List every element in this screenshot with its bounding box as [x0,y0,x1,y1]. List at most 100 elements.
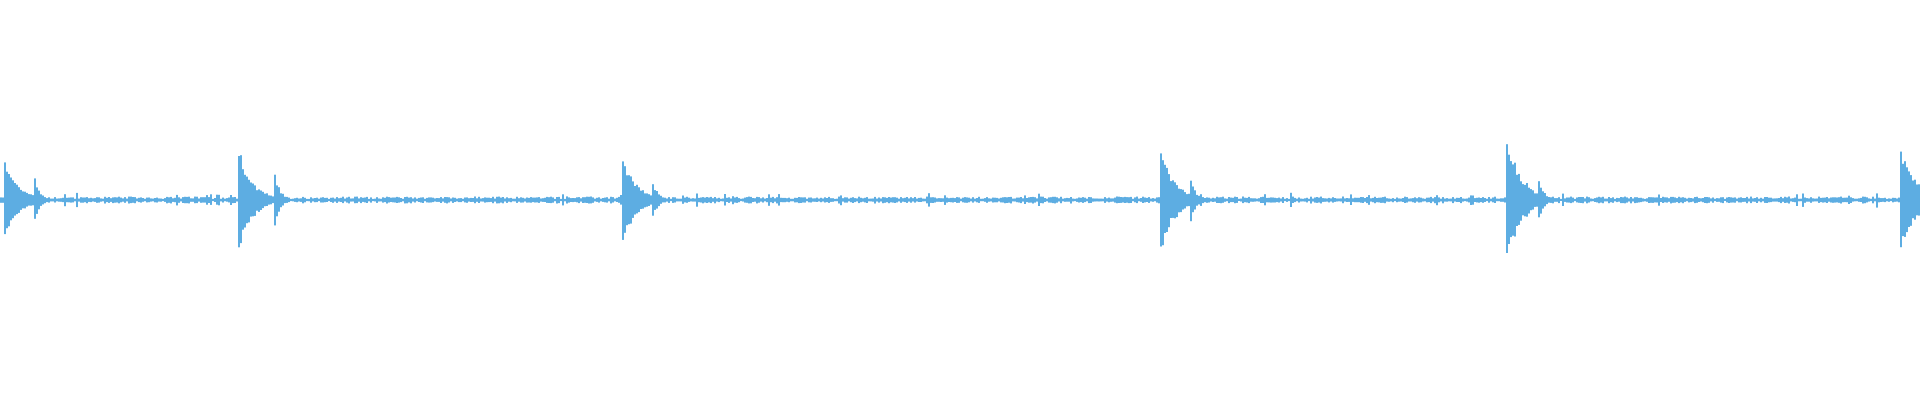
waveform-bar [1232,197,1234,203]
waveform-bar [1156,197,1158,203]
waveform-bar [1098,198,1100,202]
waveform-bar [1650,197,1652,203]
waveform-bar [1872,196,1874,204]
waveform-bar [1806,198,1808,202]
waveform-bar [1080,197,1082,203]
waveform-bar [1262,196,1264,203]
waveform-bar [1388,198,1390,202]
waveform-bar [1064,198,1066,202]
waveform-bar [1864,196,1866,204]
waveform-bar [1554,198,1556,202]
waveform-bar [880,198,882,202]
waveform-bar [1154,198,1156,202]
waveform-bar [1602,196,1604,204]
waveform-bar [778,194,780,206]
waveform-bar [1132,198,1134,202]
waveform-bar [936,198,938,202]
waveform-bar [1354,197,1356,203]
waveform-bar [160,198,162,202]
waveform-bar [1574,198,1576,202]
waveform-bar [792,198,794,202]
waveform-bar [950,197,952,203]
waveform-bar [434,198,436,202]
waveform-bar [1682,197,1684,204]
waveform-bar [856,198,858,202]
waveform-bar [1240,198,1242,202]
waveform-bar [1034,197,1036,203]
waveform-bar [1802,193,1804,207]
waveform-bar [1782,198,1784,202]
waveform-bar [212,198,214,202]
waveform-bar [552,197,554,203]
waveform-bar [1332,197,1334,203]
waveform-bar [768,194,770,206]
waveform-bar [56,198,58,202]
waveform-bar [498,196,500,204]
waveform-bar [1514,162,1516,237]
waveform-bar [430,197,432,203]
waveform-bar [652,184,654,216]
waveform-bar [928,193,930,207]
waveform-bar [1418,197,1420,203]
waveform-bar [1242,196,1244,204]
waveform-bar [334,198,336,202]
waveform-bar [272,196,274,204]
waveform-bar [1612,197,1614,203]
waveform-bar [1652,197,1654,203]
waveform-bar [554,198,556,202]
waveform-bar [62,197,64,203]
waveform-bar [382,197,384,203]
waveform-bar [1380,197,1382,203]
waveform-bar [1206,197,1208,203]
waveform-bar [1278,197,1280,203]
waveform-bar [1420,197,1422,203]
waveform-bar [790,198,792,202]
waveform-bar [632,181,634,218]
waveform-bar [678,198,680,202]
waveform-bar [458,198,460,203]
waveform-bar [846,197,848,203]
waveform-bar [1130,196,1132,203]
waveform-bar [1382,197,1384,203]
waveform-bar [1880,198,1882,202]
waveform-bar [550,196,552,204]
waveform-bar [1828,198,1830,202]
waveform-bar [518,198,520,202]
waveform-bar [1328,197,1330,203]
waveform-bar [1816,198,1818,202]
waveform-bar [1676,198,1678,203]
waveform-bar [1062,198,1064,202]
waveform-bar [882,197,884,204]
waveform-bar [956,197,958,203]
waveform-bar [1788,196,1790,204]
waveform-bar [1370,198,1372,202]
waveform-bar [664,197,666,203]
waveform-bar [1284,198,1286,202]
waveform-bar [402,198,404,202]
waveform-bar [1048,197,1050,203]
waveform-bar [1774,198,1776,202]
waveform-bar [1282,197,1284,203]
waveform-bar [1734,197,1736,203]
waveform-bar [1760,197,1762,203]
waveform-bar [1396,197,1398,203]
waveform-bar [390,197,392,202]
waveform-bar [766,198,768,203]
waveform-bar [344,198,346,202]
waveform-bar [1004,197,1006,204]
waveform-bar [886,197,888,203]
waveform-bar [1646,198,1648,202]
waveform-bar [848,198,850,202]
waveform-bar [1386,198,1388,202]
waveform-bar [164,198,166,202]
waveform-bar [1338,198,1340,202]
waveform-bar [1668,198,1670,202]
waveform-bar [964,197,966,203]
waveform-bar [1558,197,1560,204]
waveform-bar [1046,198,1048,202]
waveform-bar [1588,197,1590,203]
waveform-bar [1428,197,1430,203]
waveform-bar [1482,197,1484,203]
waveform-bar [282,193,284,206]
waveform-bar [1158,197,1160,204]
